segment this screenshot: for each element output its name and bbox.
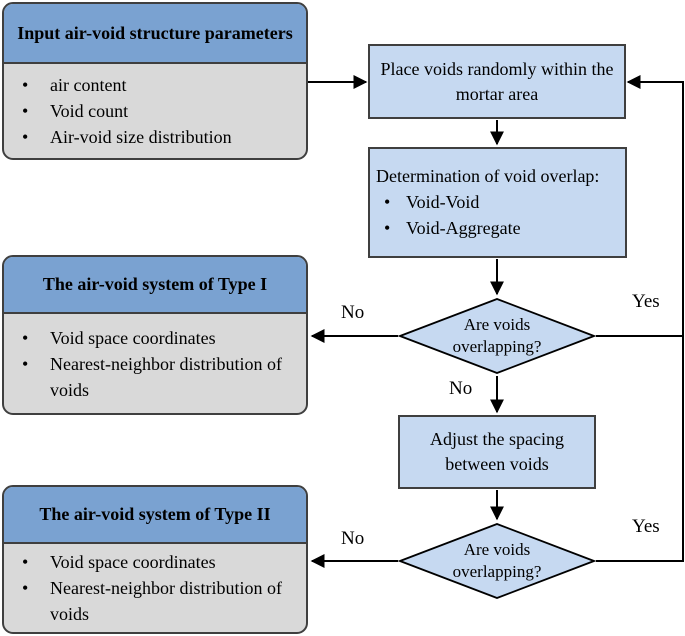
decision2-shape xyxy=(398,523,596,599)
type1-system-body: Void space coordinatesNearest-neighbor d… xyxy=(4,314,306,413)
list-item: Void-Void xyxy=(376,189,621,215)
type1-system-list: Void space coordinatesNearest-neighbor d… xyxy=(4,325,306,403)
place-voids-box: Place voids randomly within the mortar a… xyxy=(368,44,626,119)
decision1-yes-label: Yes xyxy=(632,291,660,312)
input-parameters-list: air contentVoid countAir-void size distr… xyxy=(4,72,306,150)
type2-system-body: Void space coordinatesNearest-neighbor d… xyxy=(4,544,306,632)
decision2-no-label: No xyxy=(341,528,365,549)
determine-overlap-title: Determination of void overlap: xyxy=(376,166,600,186)
decision1-no-label: No xyxy=(341,302,365,323)
list-item: Nearest-neighbor distribution of voids xyxy=(4,351,306,403)
list-item: Void-Aggregate xyxy=(376,215,621,241)
decision1-shape xyxy=(398,298,596,374)
adjust-spacing-box: Adjust the spacing between voids xyxy=(398,415,596,489)
list-item: Void count xyxy=(4,98,306,124)
decision1-label: Are voids overlapping? xyxy=(452,315,542,356)
determine-overlap-list: Void-VoidVoid-Aggregate xyxy=(376,189,621,241)
list-item: Nearest-neighbor distribution of voids xyxy=(4,575,306,627)
decision2-label-wrap: Are voids overlapping? xyxy=(398,522,596,600)
list-item: Void space coordinates xyxy=(4,549,306,575)
decision2-label: Are voids overlapping? xyxy=(452,540,542,581)
decision1-diamond: Are voids overlapping? xyxy=(398,297,596,375)
decision1-no-down-label: No xyxy=(449,378,473,399)
type1-system-box: The air-void system of Type I Void space… xyxy=(2,255,308,415)
list-item: Void space coordinates xyxy=(4,325,306,351)
determine-overlap-box: Determination of void overlap: Void-Void… xyxy=(368,147,627,258)
input-parameters-title: Input air-void structure parameters xyxy=(4,4,306,64)
list-item: air content xyxy=(4,72,306,98)
adjust-spacing-label: Adjust the spacing between voids xyxy=(430,429,564,474)
input-parameters-body: air contentVoid countAir-void size distr… xyxy=(4,64,306,158)
list-item: Air-void size distribution xyxy=(4,124,306,150)
type1-system-title: The air-void system of Type I xyxy=(4,257,306,314)
type2-system-title: The air-void system of Type II xyxy=(4,487,306,544)
input-parameters-box: Input air-void structure parameters air … xyxy=(2,2,308,160)
decision2-diamond: Are voids overlapping? xyxy=(398,522,596,600)
decision2-yes-label: Yes xyxy=(632,516,660,537)
place-voids-label: Place voids randomly within the mortar a… xyxy=(380,58,614,104)
type2-system-box: The air-void system of Type II Void spac… xyxy=(2,485,308,634)
decision1-label-wrap: Are voids overlapping? xyxy=(398,297,596,375)
type2-system-list: Void space coordinatesNearest-neighbor d… xyxy=(4,549,306,627)
